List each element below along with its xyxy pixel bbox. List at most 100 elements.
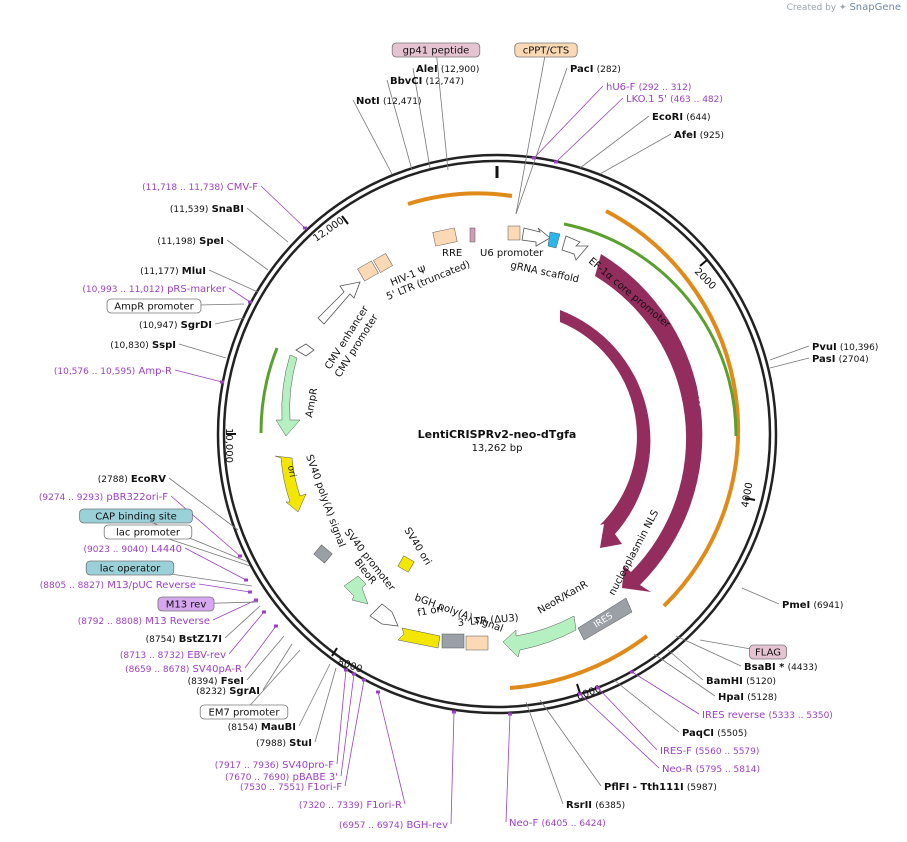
site-position: (2704) — [839, 355, 869, 365]
enzyme-label[interactable]: AfeI (925) — [674, 130, 724, 141]
enzyme-label[interactable]: PflFI - Tth111I (5987) — [604, 782, 717, 793]
enzyme-label[interactable]: (7988) StuI — [256, 738, 312, 749]
enzyme-label[interactable]: (2788) EcoRV — [98, 474, 166, 485]
enzyme-label[interactable]: PaqCI (5505) — [682, 728, 747, 739]
primer-label[interactable]: (11,718 .. 11,738) CMV-F — [142, 182, 258, 193]
primer-label[interactable]: (10,993 .. 11,012) pRS-marker — [82, 284, 226, 295]
site-position: (11,718 .. 11,738) — [142, 183, 223, 193]
site-position: (463 .. 482) — [670, 95, 723, 105]
enzyme-label[interactable]: BamHI (5120) — [706, 676, 776, 687]
tag-label[interactable]: CAP binding site — [95, 512, 177, 523]
site-position: (7530 .. 7551) — [240, 783, 304, 793]
enzyme-label[interactable]: PmeI (6941) — [782, 600, 843, 611]
primer-label[interactable]: (8659 .. 8678) SV40pA-R — [125, 664, 242, 675]
enzyme-label[interactable]: (8154) MauBI — [228, 722, 296, 733]
tag-label[interactable]: cPPT/CTS — [523, 46, 569, 57]
enzyme-label[interactable]: (10,947) SgrDI — [139, 320, 212, 331]
enzyme-label[interactable]: NotI (12,471) — [356, 96, 421, 107]
site-position: (282) — [597, 65, 621, 75]
leader-line — [352, 99, 393, 175]
primer-label[interactable]: (8805 .. 8827) M13/pUC Reverse — [40, 580, 196, 591]
primer-label[interactable]: (8713 .. 8732) EBV-rev — [120, 650, 226, 661]
primer-label[interactable]: (9023 .. 9040) L4440 — [84, 544, 183, 555]
primer-mark — [274, 624, 278, 628]
primer-label[interactable]: Neo-F (6405 .. 6424) — [509, 818, 606, 829]
enzyme-label[interactable]: PacI (282) — [570, 64, 621, 75]
enzyme-label[interactable]: (11,539) SnaBI — [170, 204, 244, 215]
site-name: PasI — [812, 354, 835, 365]
site-position: (5128) — [747, 693, 777, 703]
primer-label[interactable]: (6957 .. 6974) BGH-rev — [339, 820, 448, 831]
primer-label[interactable]: (10,576 .. 10,595) Amp-R — [54, 366, 172, 377]
ltr3-box — [465, 635, 489, 651]
site-name: hU6-F — [606, 82, 636, 93]
enzyme-label[interactable]: PvuI (10,396) — [812, 342, 878, 353]
leader-line — [170, 495, 241, 557]
primer-label[interactable]: IRES reverse (5333 .. 5350) — [702, 710, 833, 721]
sv40-ori-box — [397, 555, 415, 573]
site-position: (7917 .. 7936) — [215, 761, 279, 771]
leader-line — [631, 671, 700, 715]
tag-label[interactable]: M13 rev — [166, 600, 207, 611]
enzyme-label[interactable]: EcoRI (644) — [652, 112, 710, 123]
enzyme-label[interactable]: PasI (2704) — [812, 354, 869, 365]
enzyme-label[interactable]: (8394) FseI — [188, 676, 244, 687]
primer-label[interactable]: (7530 .. 7551) F1ori-F — [240, 782, 342, 793]
leader-line — [314, 667, 337, 743]
leader-line — [675, 635, 742, 667]
enzyme-label[interactable]: HpaI (5128) — [718, 692, 777, 703]
primer-label[interactable]: LKO.1 5' (463 .. 482) — [626, 94, 723, 105]
primer-label[interactable]: hU6-F (292 .. 312) — [606, 82, 691, 93]
primer-label[interactable]: (9274 .. 9293) pBR322ori-F — [39, 492, 168, 503]
sv40-promoter-arrow — [369, 603, 399, 627]
primer-mark — [248, 300, 252, 304]
tag-label[interactable]: lac promoter — [116, 528, 181, 539]
site-name: RsrII — [566, 800, 592, 811]
primer-label[interactable]: Neo-R (5795 .. 5814) — [662, 764, 760, 775]
enzyme-label[interactable]: RsrII (6385) — [566, 800, 625, 811]
tag-box — [79, 508, 193, 524]
hiv-psi-box — [357, 260, 379, 282]
leader-line — [555, 97, 624, 163]
site-position: (5333 .. 5350) — [769, 711, 833, 721]
site-name: SgrAI — [229, 686, 260, 697]
enzyme-label[interactable]: (10,830) SspI — [110, 340, 176, 351]
site-position: (12,900) — [441, 65, 480, 75]
enzyme-label[interactable]: BbvCI (12,747) — [390, 76, 464, 87]
tag-label[interactable]: gp41 peptide — [403, 46, 470, 57]
tick-marks — [226, 215, 756, 694]
enzyme-label[interactable]: (8232) SgrAI — [196, 686, 260, 697]
site-name: NotI — [356, 96, 380, 107]
primer-label[interactable]: IRES-F (5560 .. 5579) — [660, 746, 759, 757]
enzyme-label[interactable]: (11,198) SpeI — [157, 236, 224, 247]
leader-line — [340, 673, 355, 777]
gp41-box — [469, 227, 476, 243]
site-position: (7988) — [256, 739, 286, 749]
feature-label-neor: NeoR/KanR — [536, 579, 590, 616]
primer-label[interactable]: (7670 .. 7690) pBABE 3' — [225, 772, 338, 783]
site-position: (925) — [700, 131, 724, 141]
primer-label[interactable]: (7917 .. 7936) SV40pro-F — [215, 760, 335, 771]
enzyme-label[interactable]: AleI (12,900) — [416, 64, 479, 75]
primer-label[interactable]: (8792 .. 8808) M13 Reverse — [78, 616, 210, 627]
tag-label[interactable]: AmpR promoter — [114, 302, 194, 313]
tag-label[interactable]: lac operator — [100, 564, 161, 575]
backbone — [216, 153, 778, 715]
primer-label[interactable]: (7320 .. 7339) F1ori-R — [299, 800, 402, 811]
site-position: (5120) — [746, 677, 776, 687]
leader-line — [597, 687, 658, 751]
enzyme-label[interactable]: BsaBI * (4433) — [744, 662, 818, 673]
enzyme-label[interactable]: (8754) BstZ17I — [146, 634, 222, 645]
tag-leader-line — [515, 49, 547, 215]
leader-line — [336, 669, 347, 765]
primer-mark — [554, 160, 558, 164]
tag-label[interactable]: EM7 promoter — [209, 708, 281, 719]
enzyme-label[interactable]: (11,177) MluI — [140, 266, 206, 277]
tag-label[interactable]: FLAG — [755, 648, 781, 659]
site-labels: AleI (12,900)BbvCI (12,747) NotI (12,471)… — [39, 64, 878, 831]
orange-arc-bottom — [509, 634, 649, 690]
brand-created-by: Created by — [786, 3, 837, 13]
site-name: PaqCI — [682, 728, 714, 739]
tag-box — [157, 596, 215, 612]
